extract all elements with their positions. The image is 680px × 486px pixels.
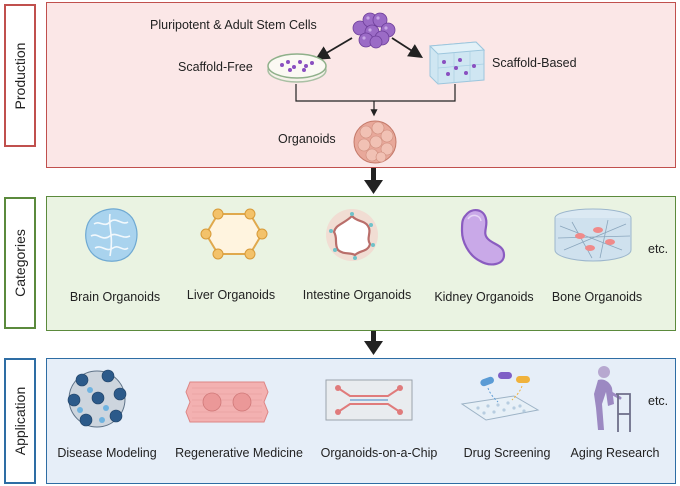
application-panel bbox=[46, 358, 676, 484]
application-label-drug-screening: Drug Screening bbox=[463, 446, 551, 460]
section-label-categories: Categories bbox=[4, 197, 36, 329]
categories-etc: etc. bbox=[648, 242, 669, 256]
application-label-disease-modeling: Disease Modeling bbox=[57, 446, 157, 460]
category-label-liver: Liver Organoids bbox=[186, 288, 276, 302]
tissue-patch-icon bbox=[185, 381, 269, 423]
brain-organoid-icon bbox=[85, 208, 138, 262]
scaffold-based-label: Scaffold-Based bbox=[492, 56, 577, 70]
stem-cells-label: Pluripotent & Adult Stem Cells bbox=[150, 18, 317, 32]
bone-organoid-icon bbox=[554, 208, 632, 262]
production-flow-arrows bbox=[295, 37, 456, 117]
category-label-intestine: Intestine Organoids bbox=[302, 288, 412, 302]
application-label-organoids-on-a-chip: Organoids-on-a-Chip bbox=[320, 446, 438, 460]
microfluidic-chip-icon bbox=[325, 379, 413, 421]
kidney-organoid-icon bbox=[460, 209, 506, 266]
organoids-label: Organoids bbox=[278, 132, 336, 146]
arrow-categories-to-application bbox=[364, 331, 383, 355]
scaffold-cube-icon bbox=[428, 41, 486, 85]
category-label-bone: Bone Organoids bbox=[551, 290, 643, 304]
scaffold-free-label: Scaffold-Free bbox=[178, 60, 253, 74]
section-label-application-text: Application bbox=[12, 386, 28, 456]
arrow-production-to-categories bbox=[364, 168, 383, 194]
liver-organoid-icon bbox=[200, 208, 268, 260]
section-label-application: Application bbox=[4, 358, 36, 484]
petri-dish-icon bbox=[267, 53, 327, 83]
category-label-kidney: Kidney Organoids bbox=[434, 290, 534, 304]
application-label-regenerative-medicine: Regenerative Medicine bbox=[175, 446, 303, 460]
elderly-walker-icon bbox=[594, 366, 631, 432]
section-label-categories-text: Categories bbox=[12, 229, 28, 297]
application-etc: etc. bbox=[648, 394, 669, 408]
drug-screening-icon bbox=[460, 372, 540, 421]
organoid-sphere-icon bbox=[353, 120, 397, 164]
category-label-brain: Brain Organoids bbox=[69, 290, 161, 304]
stem-cells-icon bbox=[352, 12, 396, 49]
section-label-production: Production bbox=[4, 4, 36, 147]
intestine-organoid-icon bbox=[326, 209, 378, 261]
disease-model-icon bbox=[67, 369, 127, 428]
application-label-aging-research: Aging Research bbox=[570, 446, 660, 460]
